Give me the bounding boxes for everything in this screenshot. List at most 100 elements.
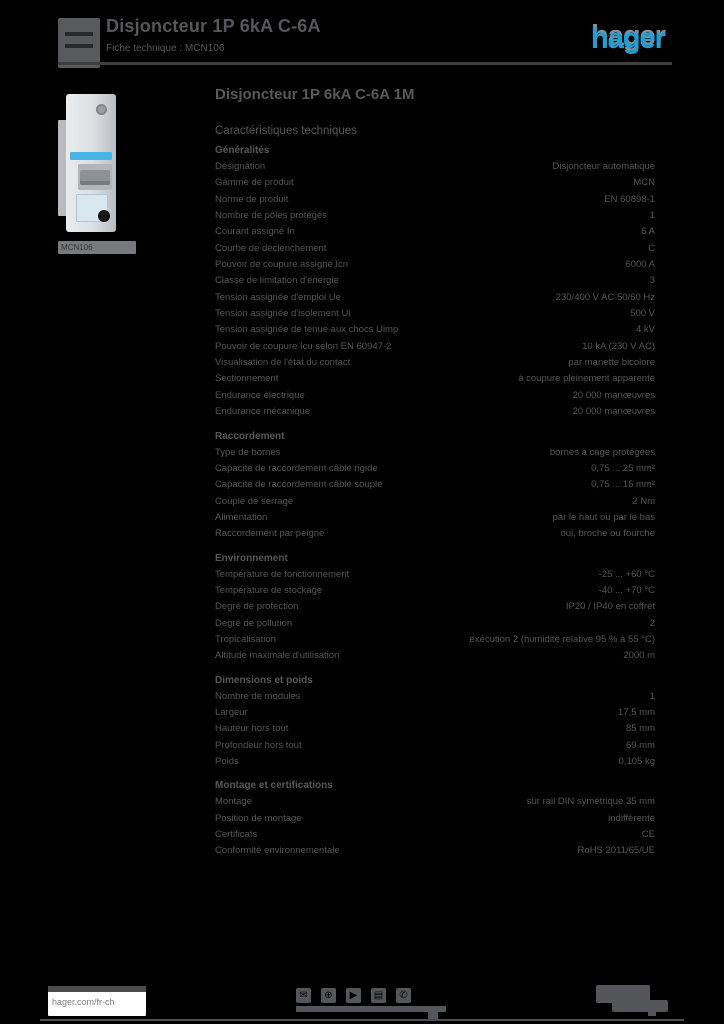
spec-value: 230/400 V AC 50/60 Hz — [555, 291, 655, 303]
spec-value: 0,75 ... 25 mm² — [591, 462, 655, 474]
globe-icon: ⊕ — [321, 988, 336, 1003]
spec-row: Poids 0,105 kg — [215, 754, 655, 770]
spec-value: Disjoncteur automatique — [552, 161, 655, 172]
spec-label: Désignation — [215, 161, 266, 172]
product-photo — [58, 92, 122, 234]
spec-label: Tension assignée d'isolement Ui — [215, 308, 351, 320]
spec-value: -25 ... +60 °C — [598, 568, 655, 580]
datasheet-icon-line — [65, 44, 93, 48]
spec-label: Endurance électrique — [215, 389, 305, 401]
hager-logo-text: hager — [591, 23, 666, 55]
spec-value: 69 mm — [625, 739, 655, 751]
spec-value: IP20 / IP40 en coffret — [565, 601, 655, 613]
spec-row: Type de bornes bornes à cage protégées — [215, 445, 655, 461]
footer-icon-row: ✉ ⊕ ▶ ▤ ✆ — [296, 988, 456, 1003]
phone-icon: ✆ — [396, 988, 411, 1003]
section-heading: Dimensions et poids — [215, 674, 313, 686]
mcb-cyan-label-band — [70, 152, 112, 160]
spec-label: Tension assignée d'emploi Ue — [215, 291, 341, 303]
spec-label: Altitude maximale d'utilisation — [215, 650, 340, 662]
spec-label: Classe de limitation d'énergie — [215, 275, 339, 287]
spec-label: Degré de protection — [215, 601, 299, 613]
footer-caption-tail — [428, 1012, 438, 1020]
spec-label: Norme de produit — [215, 193, 289, 205]
spec-label: Gamme de produit — [215, 177, 294, 189]
spec-label: Pouvoir de coupure assigné Icn — [215, 259, 349, 271]
footer-stamp — [612, 1000, 668, 1012]
spec-row: Température de fonctionnement -25 ... +60… — [215, 567, 655, 583]
footer-icons: ✉ ⊕ ▶ ▤ ✆ — [296, 988, 456, 1020]
spec-label: Certificats — [215, 829, 258, 841]
spec-value: 2 Nm — [632, 495, 655, 507]
spec-row: Degré de pollution 2 — [215, 616, 655, 632]
document-icon: ▤ — [371, 988, 386, 1003]
spec-label: Type de bornes — [215, 446, 281, 458]
spec-label: Raccordement par peigne — [215, 528, 325, 540]
spec-label: Profondeur hors tout — [215, 739, 302, 751]
website-box-strip — [48, 986, 146, 992]
spec-value: EN 60898-1 — [604, 193, 655, 205]
mcb-body — [66, 94, 116, 232]
spec-label: Alimentation — [215, 511, 268, 523]
spec-value: CE — [641, 829, 655, 841]
hager-logo: hager hager — [591, 20, 675, 60]
spec-value: bornes à cage protégées — [549, 446, 655, 458]
spec-row: Endurance mécanique 20 000 manœuvres — [215, 404, 655, 420]
spec-value: -40 ... +70 °C — [598, 584, 655, 596]
spec-label: Degré de pollution — [215, 617, 293, 629]
mcb-toggle-lever — [80, 170, 110, 185]
spec-row: Désignation Disjoncteur automatique — [215, 159, 655, 175]
spec-value: 17,5 mm — [618, 706, 655, 718]
footer-stamp — [648, 1010, 656, 1016]
spec-value: 2 — [649, 617, 655, 629]
spec-label: Visualisation de l'état du contact — [215, 357, 351, 369]
spec-row: Tension assignée d'isolement Ui 500 V — [215, 306, 655, 322]
spec-row: Certificats CE — [215, 827, 655, 843]
spec-value: 0,105 kg — [618, 756, 655, 767]
spec-row: Tension assignée de tenue aux chocs Uimp… — [215, 322, 655, 338]
mail-icon: ✉ — [296, 988, 311, 1003]
spec-label: Pouvoir de coupure Icu selon EN 60947-2 — [215, 340, 392, 352]
website-link[interactable]: hager.com/fr-ch — [48, 986, 146, 1016]
footer-caption-bar — [296, 1006, 446, 1012]
spec-label: Capacité de raccordement câble rigide — [215, 462, 378, 474]
photo-caption: MCN106 — [58, 241, 136, 254]
spec-value: 6 A — [641, 226, 655, 238]
spec-label: Courbe de déclenchement — [215, 242, 327, 254]
main-column: Disjoncteur 1P 6kA C-6A 1M Caractéristiq… — [215, 86, 655, 860]
spec-label: Endurance mécanique — [215, 406, 311, 418]
spec-label: Nombre de modules — [215, 690, 301, 702]
spec-label: Position de montage — [215, 812, 302, 824]
spec-row: Position de montage indifférente — [215, 811, 655, 827]
product-title: Disjoncteur 1P 6kA C-6A 1M — [215, 86, 415, 103]
spec-label: Hauteur hors tout — [215, 723, 289, 735]
section-heading: Raccordement — [215, 430, 285, 442]
spec-value: 500 V — [630, 308, 655, 320]
play-icon: ▶ — [346, 988, 361, 1003]
spec-value: indifférente — [608, 812, 655, 824]
spec-value: à coupure pleinement apparente — [518, 373, 655, 385]
spec-label: Température de fonctionnement — [215, 568, 350, 580]
spec-label: Tension assignée de tenue aux chocs Uimp — [215, 324, 399, 336]
spec-value: 20 000 manœuvres — [572, 406, 655, 418]
spec-label: Poids — [215, 756, 239, 767]
datasheet-icon — [58, 18, 100, 68]
page-subtitle: Fiche technique : MCN106 — [106, 43, 225, 54]
spec-row: Capacité de raccordement câble rigide 0,7… — [215, 461, 655, 477]
spec-value: RoHS 2011/65/UE — [577, 845, 655, 857]
